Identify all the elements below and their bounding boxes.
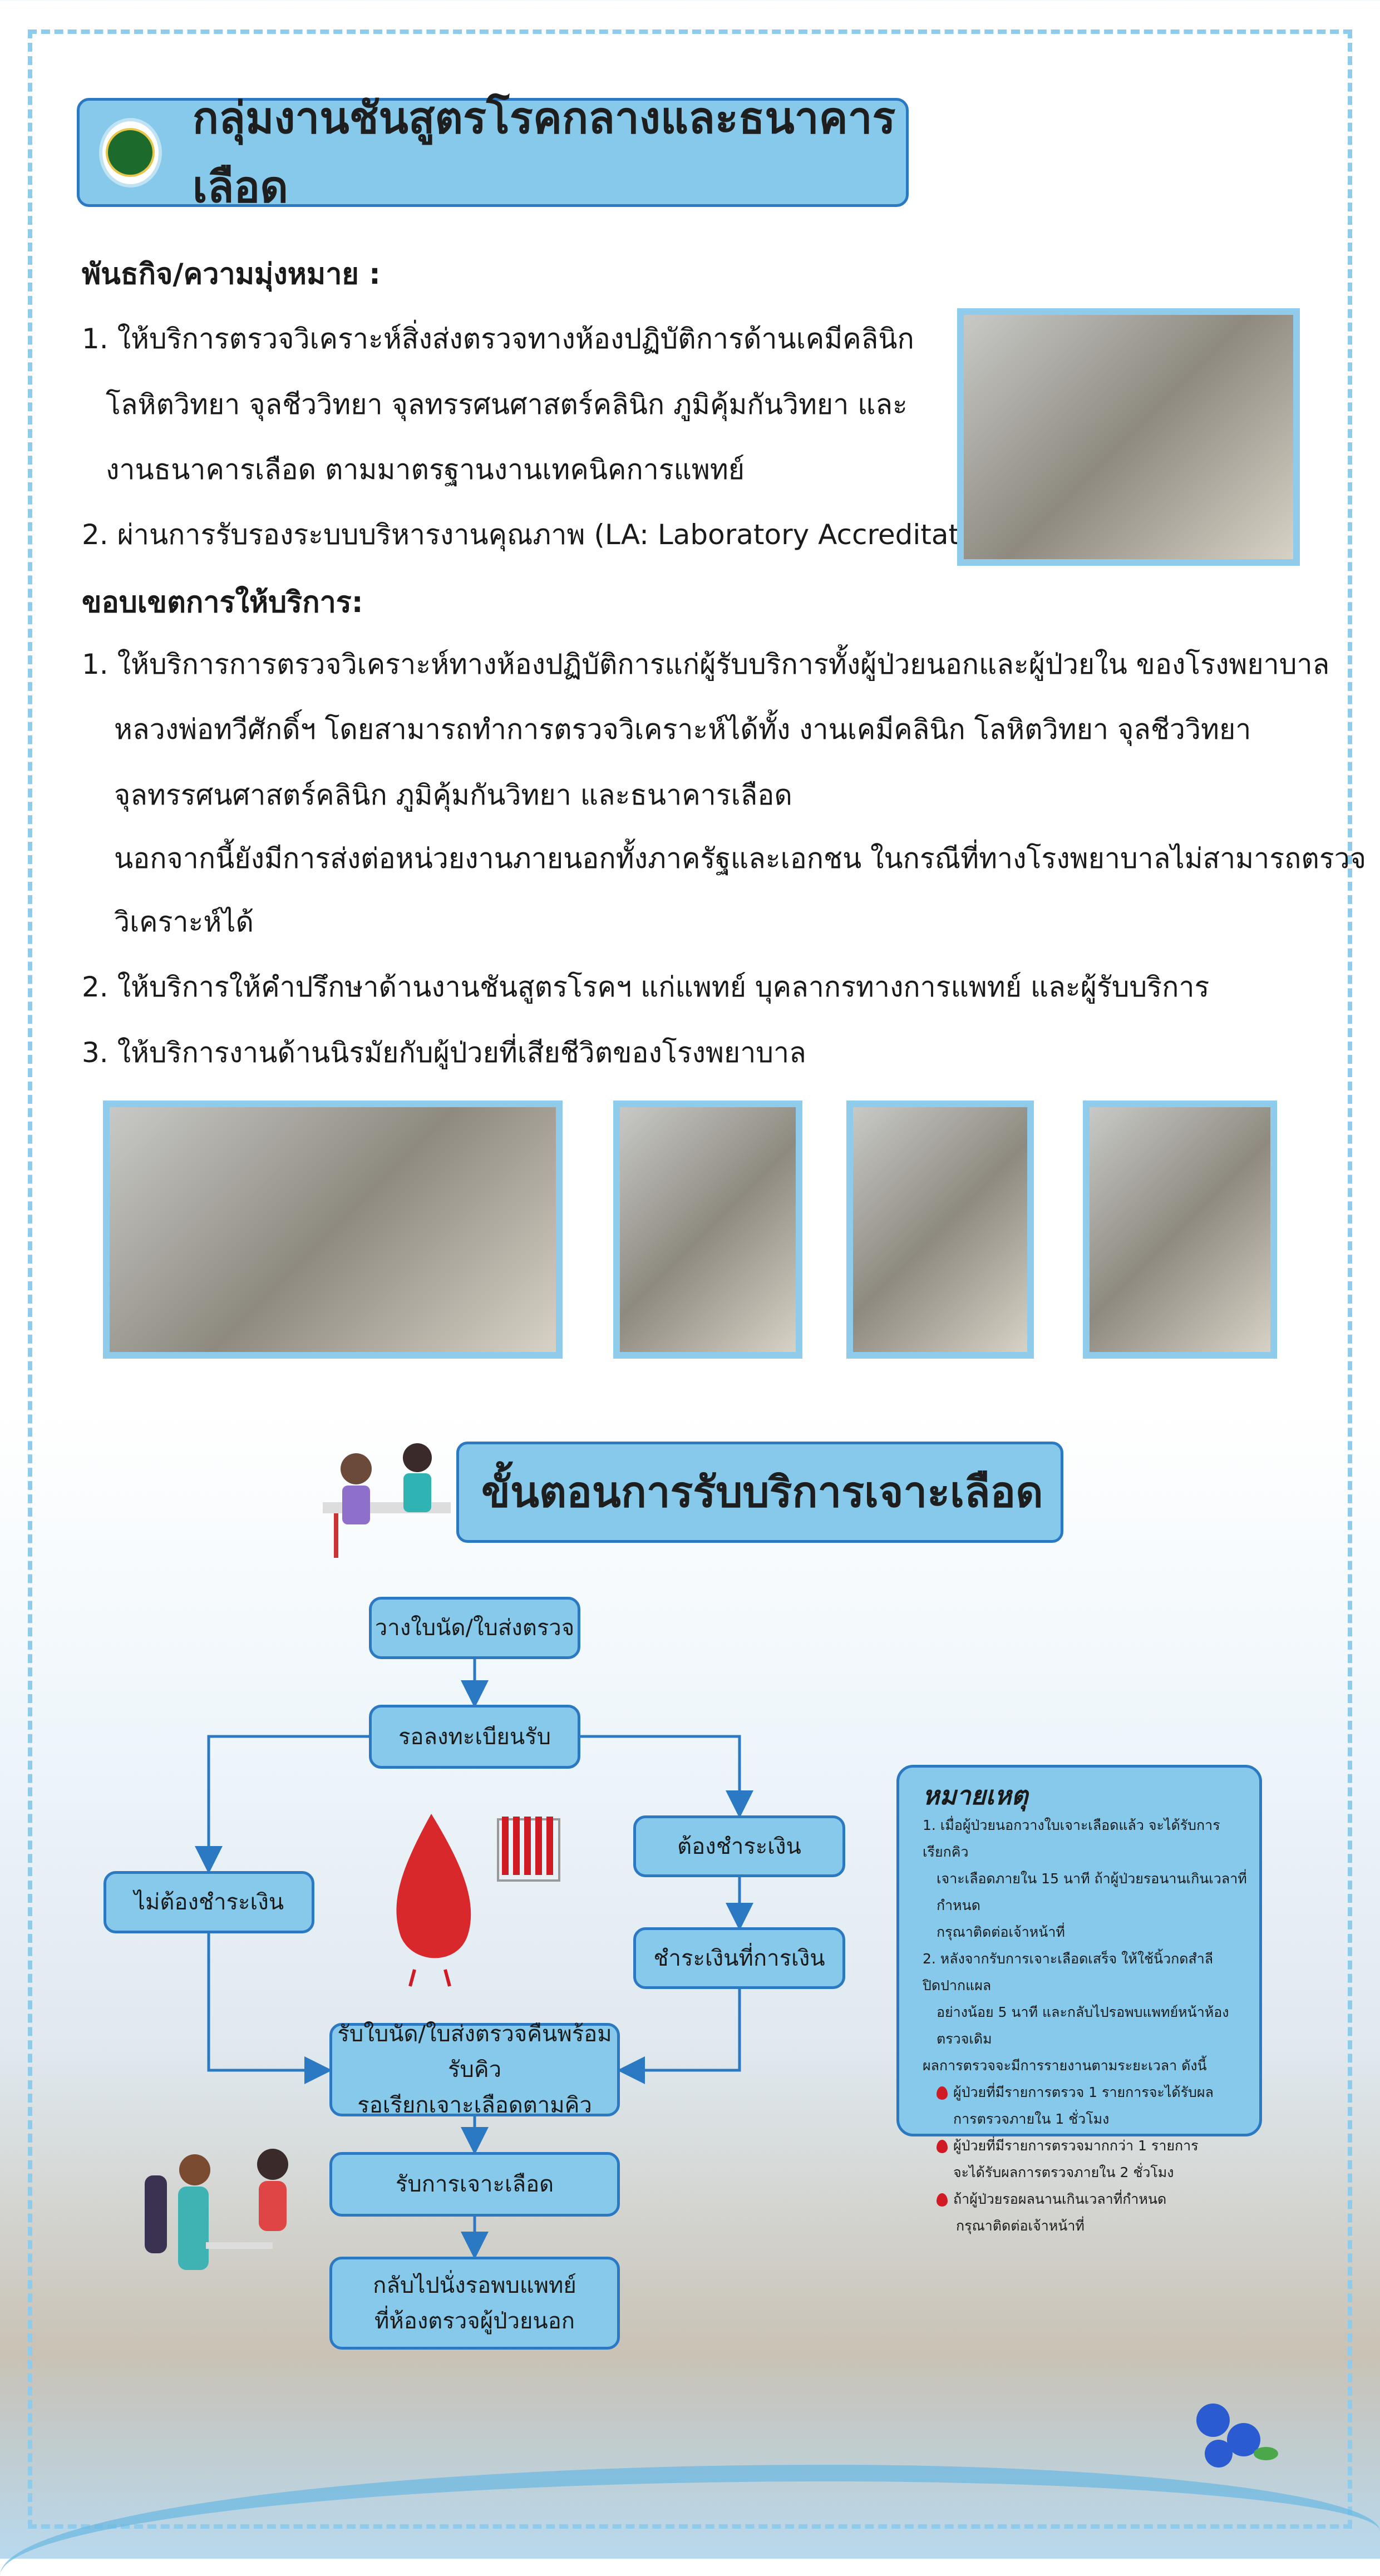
hospital-logo: [99, 117, 162, 187]
remark-bullet: ผู้ป่วยที่มีรายการตรวจ 1 รายการจะได้รับผ…: [911, 2079, 1247, 2106]
remarks-box: หมายเหตุ 1. เมื่อผู้ป่วยนอกวางใบเจาะเลือ…: [896, 1765, 1262, 2234]
step-label: ไม่ต้องชำระเงิน: [134, 1889, 284, 1915]
step-register: รอลงทะเบียนรับ: [369, 1705, 580, 1769]
step-label: กลับไปนั่งรอพบแพทย์: [373, 2272, 576, 2298]
scope-line: จุลทรรศนศาสตร์คลินิก ภูมิคุ้มกันวิทยา แล…: [114, 779, 792, 811]
service-photo: [613, 1101, 802, 1359]
remark-line: กรุณาติดต่อเจ้าหน้าที่: [937, 1924, 1065, 1940]
page-header: กลุ่มงานชันสูตรโรคกลางและธนาคารเลือด: [77, 93, 909, 213]
mission-line: งานธนาคารเลือด ตามมาตรฐานงานเทคนิคการแพท…: [106, 453, 745, 486]
ppe-photo: [846, 1101, 1034, 1359]
mission-heading: พันธกิจ/ความมุ่งหมาย :: [82, 258, 381, 291]
step-label: ต้องชำระเงิน: [677, 1833, 801, 1859]
blood-drop-icon: [937, 2140, 948, 2153]
step-return-opd: กลับไปนั่งรอพบแพทย์ที่ห้องตรวจผู้ป่วยนอก: [329, 2257, 620, 2350]
step-label: รอลงทะเบียนรับ: [398, 1724, 551, 1750]
flow-title: ขั้นตอนการรับบริการเจาะเลือด: [481, 1467, 1043, 1517]
step-no-payment: ไม่ต้องชำระเงิน: [103, 1871, 314, 1933]
step-blood-draw: รับการเจาะเลือด: [329, 2152, 620, 2217]
scope-line: 1. ให้บริการการตรวจวิเคราะห์ทางห้องปฏิบั…: [82, 648, 1330, 680]
blue-flower-decoration: [1185, 2387, 1280, 2481]
biosafety-cabinet-photo: [1083, 1101, 1277, 1359]
bullet-text: การตรวจภายใน 1 ชั่วโมง: [953, 2111, 1110, 2127]
scope-line: 2. ให้บริการให้คำปรึกษาด้านงานชันสูตรโรค…: [82, 971, 1210, 1003]
bullet-text: จะได้รับผลการตรวจภายใน 2 ชั่วโมง: [953, 2164, 1174, 2180]
step-label: รับการเจาะเลือด: [395, 2172, 554, 2197]
nurse-patient-illustration: [139, 2148, 306, 2331]
mission-line: 2. ผ่านการรับรองระบบบริหารงานคุณภาพ (LA:…: [82, 519, 1013, 551]
remark-line: 1. เมื่อผู้ป่วยนอกวางใบเจาะเลือดแล้ว จะไ…: [923, 1817, 1220, 1860]
step-label: ชำระเงินที่การเงิน: [653, 1945, 825, 1971]
remark-line: 2. หลังจากรับการเจาะเลือดเสร็จ ให้ใช้นิ้…: [923, 1951, 1214, 1993]
step-label: ที่ห้องตรวจผู้ป่วยนอก: [374, 2308, 575, 2334]
blood-drop-icon: [937, 2086, 948, 2100]
bullet-text: ผู้ป่วยที่มีรายการตรวจมากกว่า 1 รายการ: [953, 2138, 1199, 2154]
step-payment-required: ต้องชำระเงิน: [633, 1815, 845, 1877]
blood-draw-illustration: [312, 1419, 462, 1563]
scope-line: นอกจากนี้ยังมีการส่งต่อหน่วยงานภายนอกทั้…: [114, 842, 1367, 875]
blood-drop-mascot-illustration: [378, 1808, 562, 1992]
remark-bullet: ผู้ป่วยที่มีรายการตรวจมากกว่า 1 รายการ: [911, 2133, 1247, 2159]
step-label: รอเรียกเจาะเลือดตามคิว: [357, 2093, 592, 2118]
page-title: กลุ่มงานชันสูตรโรคกลางและธนาคารเลือด: [192, 93, 896, 213]
mission-line: 1. ให้บริการตรวจวิเคราะห์สิ่งส่งตรวจทางห…: [82, 323, 914, 355]
step-pay-cashier: ชำระเงินที่การเงิน: [633, 1927, 845, 1989]
flow-header: ขั้นตอนการรับบริการเจาะเลือด: [456, 1442, 1063, 1543]
remark-line: ผลการตรวจจะมีการรายงานตามระยะเวลา ดังนี้: [923, 2057, 1207, 2074]
bullet-text: ถ้าผู้ป่วยรอผลนานเกินเวลาที่กำหนด: [953, 2191, 1167, 2207]
step-label: วางใบนัด/ใบส่งตรวจ: [374, 1615, 575, 1641]
scope-line: หลวงพ่อทวีศักดิ์ฯ โดยสามารถทำการตรวจวิเค…: [114, 713, 1251, 746]
staff-group-photo: [957, 308, 1300, 566]
scope-line: วิเคราะห์ได้: [114, 906, 254, 938]
blood-drop-icon: [937, 2193, 948, 2207]
bullet-text: ผู้ป่วยที่มีรายการตรวจ 1 รายการจะได้รับผ…: [953, 2084, 1214, 2100]
scope-line: 3. ให้บริการงานด้านนิรมัยกับผู้ป่วยที่เส…: [82, 1037, 806, 1069]
step-label: รับใบนัด/ใบส่งตรวจคืนพร้อมรับคิว: [337, 2021, 612, 2082]
bullet-text: กรุณาติดต่อเจ้าหน้าที่: [956, 2218, 1085, 2234]
mission-line: โลหิตวิทยา จุลชีววิทยา จุลทรรศนศาสตร์คลิ…: [106, 388, 908, 421]
lab-photo: [103, 1101, 563, 1359]
step-queue: รับใบนัด/ใบส่งตรวจคืนพร้อมรับคิวรอเรียกเ…: [329, 2021, 620, 2118]
scope-heading: ขอบเขตการให้บริการ:: [82, 586, 363, 619]
remark-bullet: ถ้าผู้ป่วยรอผลนานเกินเวลาที่กำหนด: [911, 2186, 1247, 2213]
remarks-title: หมายเหตุ: [923, 1780, 1028, 1810]
remark-line: เจาะเลือดภายใน 15 นาที ถ้าผู้ป่วยรอนานเก…: [937, 1871, 1247, 1913]
remark-line: อย่างน้อย 5 นาที และกลับไปรอพบแพทย์หน้าห…: [937, 2004, 1229, 2047]
step-submit-slip: วางใบนัด/ใบส่งตรวจ: [369, 1597, 580, 1659]
